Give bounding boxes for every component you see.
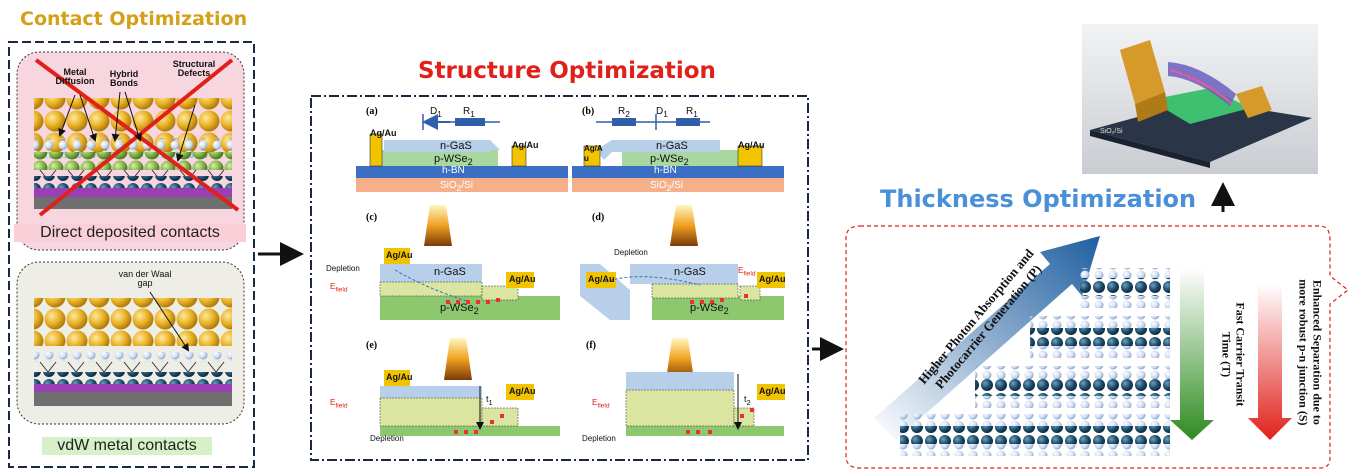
b-r1-label: R1	[686, 106, 698, 119]
structure-optimization-title: Structure Optimization	[418, 58, 716, 84]
a-r1-label: R1	[463, 106, 475, 119]
contact-panel-border	[8, 41, 255, 468]
panel-label-e: (e)	[366, 340, 378, 351]
panel-label-c: (c)	[366, 212, 378, 223]
d-depletion-label: Depletion	[614, 248, 648, 257]
a-agau-left: Ag/Au	[370, 128, 397, 138]
a-d1-label: D1	[430, 106, 442, 119]
e-efield-label: Efield	[330, 398, 348, 410]
vdw-contact-stack	[34, 298, 232, 406]
d-pwse2-label: p-WSe2	[690, 302, 729, 317]
panel-label-a: (a)	[366, 106, 378, 117]
layer-stack-staircase	[900, 268, 1170, 456]
e-agau-right: Ag/Au	[509, 386, 536, 396]
panel-label-f: (f)	[586, 340, 596, 351]
b-hbn-label: h-BN	[654, 165, 677, 176]
light-source-c	[424, 205, 452, 246]
c-efield-label: Efield	[330, 282, 348, 294]
b-d1-label: D1	[656, 106, 668, 119]
a-pwse2-label: p-WSe2	[434, 153, 473, 168]
b-sio2-label: SiO2/Si	[650, 180, 683, 193]
label-metal-diffusion: Metal Diffusion	[55, 67, 95, 87]
thickness-optimization-title: Thickness Optimization	[880, 185, 1197, 213]
a-sio2-label: SiO2/Si	[440, 180, 473, 193]
e-t1-label: t1	[486, 394, 493, 407]
junction-separation-text: Enhanced Separation due to more robust p…	[1296, 279, 1325, 426]
device-substrate-label: SiO₂/Si	[1100, 128, 1123, 135]
a-agau-right: Ag/Au	[512, 140, 539, 150]
light-source-e	[444, 338, 472, 380]
c-pwse2-label: p-WSe2	[440, 302, 479, 317]
label-hybrid-bonds: Hybrid Bonds	[109, 69, 139, 89]
c-agau-right: Ag/Au	[509, 274, 536, 284]
carrier-dots	[446, 294, 754, 434]
b-agau-right: Ag/Au	[738, 140, 765, 150]
panel-b-device	[572, 114, 784, 192]
photon-absorption-arrow	[874, 236, 1100, 440]
panel-e-device	[379, 370, 560, 436]
f-t2-label: t2	[744, 394, 751, 407]
label-vdw-gap: van der Waal gap	[118, 269, 172, 289]
c-depletion-label: Depletion	[326, 264, 360, 273]
transit-time-arrow	[1170, 268, 1214, 440]
c-agau-left: Ag/Au	[386, 250, 413, 260]
structure-panel-border	[310, 95, 809, 461]
panel-label-d: (d)	[592, 212, 605, 223]
b-pwse2-label: p-WSe2	[650, 153, 689, 168]
panel-label-b: (b)	[582, 106, 595, 117]
panel-f-device	[625, 372, 785, 436]
a-ngas-label: n-GaS	[440, 140, 472, 152]
junction-separation-arrow	[1248, 284, 1292, 440]
f-efield-label: Efield	[592, 398, 610, 410]
thickness-panel-border	[845, 225, 1349, 469]
e-depletion-label: Depletion	[370, 434, 404, 443]
d-efield-label: Efield	[738, 266, 756, 278]
a-hbn-label: h-BN	[442, 165, 465, 176]
panel-a-device	[356, 114, 568, 192]
d-ngas-label: n-GaS	[674, 266, 706, 278]
transit-time-text: Fast Carrier Transit Time (T)	[1219, 302, 1248, 407]
e-agau-left: Ag/Au	[386, 372, 413, 382]
caption-direct-contacts: Direct deposited contacts	[14, 224, 246, 242]
f-agau-right: Ag/Au	[759, 386, 786, 396]
b-r2-label: R2	[618, 106, 630, 119]
b-agau-left-bottom: u	[584, 154, 589, 163]
b-agau-left-top: Ag/A	[584, 144, 603, 153]
label-structural-defects: Structural Defects	[172, 59, 216, 79]
light-source-d	[670, 205, 698, 246]
contact-optimization-title: Contact Optimization	[20, 8, 248, 30]
d-agau-right: Ag/Au	[759, 274, 786, 284]
b-ngas-label: n-GaS	[656, 140, 688, 152]
f-depletion-label: Depletion	[582, 434, 616, 443]
direct-contact-stack	[34, 98, 232, 209]
c-ngas-label: n-GaS	[434, 266, 466, 278]
device-3d-render	[1090, 40, 1312, 168]
light-source-f	[666, 338, 694, 380]
d-agau-left: Ag/Au	[588, 274, 615, 284]
caption-vdw-contacts: vdW metal contacts	[42, 437, 212, 455]
